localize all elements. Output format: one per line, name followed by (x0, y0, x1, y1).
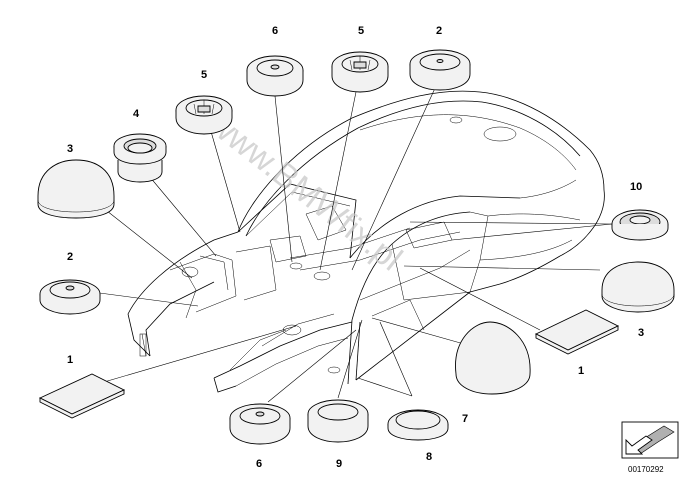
part-plug-8 (387, 409, 449, 441)
callout-9: 9 (336, 458, 342, 470)
part-grommet (113, 133, 167, 183)
image-number: 00170292 (628, 465, 664, 474)
part-damping-pad-right (534, 309, 620, 355)
callout-2-top: 2 (436, 25, 442, 37)
callout-5-b: 5 (358, 25, 364, 37)
part-plug-6-bottom (229, 403, 291, 445)
part-dome-cap-left (37, 159, 115, 219)
part-ring-seal (611, 209, 669, 241)
callout-6-top: 6 (272, 25, 278, 37)
arrow-sticker-icon (621, 421, 679, 459)
part-large-dome (455, 321, 531, 395)
part-clip-plug-a (175, 95, 233, 135)
part-flat-plug-left (39, 279, 101, 315)
callout-7: 7 (462, 413, 468, 425)
callout-10: 10 (630, 181, 642, 193)
part-clip-plug-b (331, 51, 389, 93)
callout-8: 8 (426, 451, 432, 463)
car-body-outline (127, 90, 605, 393)
callout-2-left: 2 (67, 251, 73, 263)
part-dome-cap-right (601, 261, 675, 313)
callout-3-left: 3 (67, 143, 73, 155)
callout-5-a: 5 (201, 69, 207, 81)
part-plug-6-top (246, 55, 304, 97)
callout-3-right: 3 (638, 327, 644, 339)
callout-1-left: 1 (67, 354, 73, 366)
callout-labels: 1 2 3 4 5 6 5 2 10 3 1 7 6 9 8 (67, 25, 644, 470)
callout-4: 4 (133, 108, 140, 120)
part-plug-2-top (409, 49, 471, 91)
part-damping-pad-left (38, 373, 126, 419)
leader-lines (87, 85, 613, 403)
part-plug-9 (307, 399, 369, 443)
callout-1-right: 1 (578, 365, 584, 377)
callout-6-bottom: 6 (256, 458, 262, 470)
